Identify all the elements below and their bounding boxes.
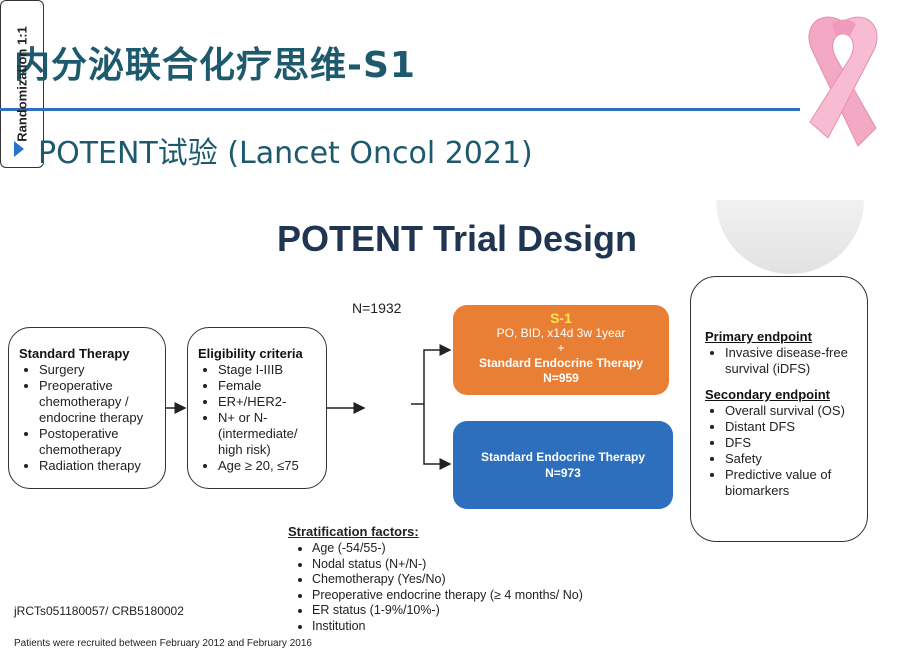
list-item: ER+/HER2- [218,394,320,410]
standard-therapy-list: Surgery Preoperative chemotherapy / endo… [19,362,157,474]
s1-arm-box: S-1 PO, BID, x14d 3w 1year + Standard En… [453,305,669,395]
secondary-endpoint-list: Overall survival (OS) Distant DFS DFS Sa… [705,403,861,499]
arrow-randomization-to-endocrine [423,404,452,470]
endpoints-box: Primary endpoint Invasive disease-free s… [690,276,868,542]
trial-design-title: POTENT Trial Design [276,218,638,259]
list-item: Radiation therapy [39,458,157,474]
list-item: Safety [725,451,861,467]
list-item: Surgery [39,362,157,378]
randomization-label: Randomization 1:1 [14,26,30,142]
slide-title: 内分泌联合化疗思维-S1 [14,45,416,86]
list-item: ER status (1-9%/10%-) [312,603,583,619]
bullet-triangle-icon [14,141,24,157]
randomization-box: Randomization 1:1 [0,0,44,168]
s1-arm-n: N=959 [543,371,579,385]
endocrine-arm-n: N=973 [545,466,581,480]
recruitment-footnote: Patients were recruited between February… [14,638,312,649]
secondary-endpoint-heading: Secondary endpoint [705,387,830,402]
stratification-factors: Stratification factors: Age (-54/55-) No… [288,524,583,634]
total-n-label: N=1932 [352,300,402,316]
list-item: Chemotherapy (Yes/No) [312,572,583,588]
list-item: Invasive disease-free survival (iDFS) [725,345,861,377]
standard-therapy-box: Standard Therapy Surgery Preoperative ch… [8,327,166,489]
list-item: Overall survival (OS) [725,403,861,419]
slide-subtitle: POTENT试验 (Lancet Oncol 2021) [38,136,533,171]
stratification-heading: Stratification factors: [288,524,583,539]
arrow-randomization-to-s1 [411,344,452,405]
list-item: Distant DFS [725,419,861,435]
s1-arm-title: S-1 [550,310,572,326]
stratification-heading-colon: : [414,524,419,539]
standard-therapy-heading: Standard Therapy [19,346,130,361]
pink-ribbon-icon [808,16,878,147]
endocrine-arm-box: Standard Endocrine Therapy N=973 [453,421,673,509]
list-item: Female [218,378,320,394]
eligibility-list: Stage I-IIIB Female ER+/HER2- N+ or N- (… [198,362,320,474]
list-item: Preoperative chemotherapy / endocrine th… [39,378,157,426]
list-item: N+ or N- (intermediate/ high risk) [218,410,320,458]
s1-arm-plus: + [557,341,565,355]
registration-id: jRCTs051180057/ CRB5180002 [14,604,184,618]
list-item: Stage I-IIIB [218,362,320,378]
eligibility-heading: Eligibility criteria [198,346,303,361]
list-item: DFS [725,435,861,451]
endocrine-arm-label: Standard Endocrine Therapy [480,450,646,464]
primary-endpoint-list: Invasive disease-free survival (iDFS) [705,345,861,377]
s1-arm-regimen: PO, BID, x14d 3w 1year [496,326,626,340]
primary-endpoint-heading: Primary endpoint [705,329,812,344]
stratification-list: Age (-54/55-) Nodal status (N+/N-) Chemo… [288,541,583,634]
eligibility-criteria-box: Eligibility criteria Stage I-IIIB Female… [187,327,327,489]
list-item: Predictive value of biomarkers [725,467,861,499]
list-item: Institution [312,619,583,635]
stratification-heading-text: Stratification factors [288,524,415,539]
list-item: Nodal status (N+/N-) [312,557,583,573]
list-item: Preoperative endocrine therapy (≥ 4 mont… [312,588,583,604]
list-item: Postoperative chemotherapy [39,426,157,458]
list-item: Age ≥ 20, ≤75 [218,458,320,474]
s1-arm-endocrine: Standard Endocrine Therapy [478,356,644,370]
title-underline [0,108,800,111]
list-item: Age (-54/55-) [312,541,583,557]
